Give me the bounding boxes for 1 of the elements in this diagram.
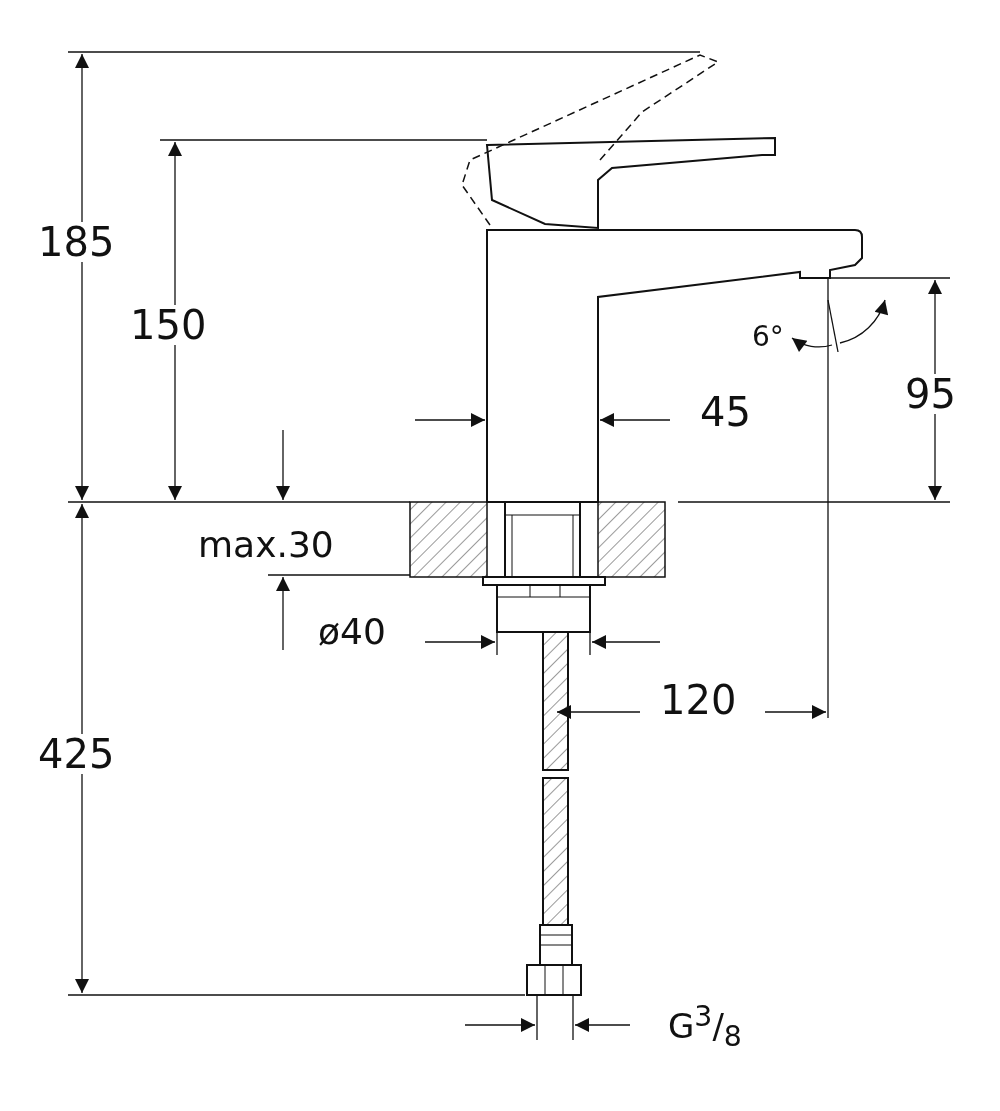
dimension-label: 95	[905, 374, 956, 414]
